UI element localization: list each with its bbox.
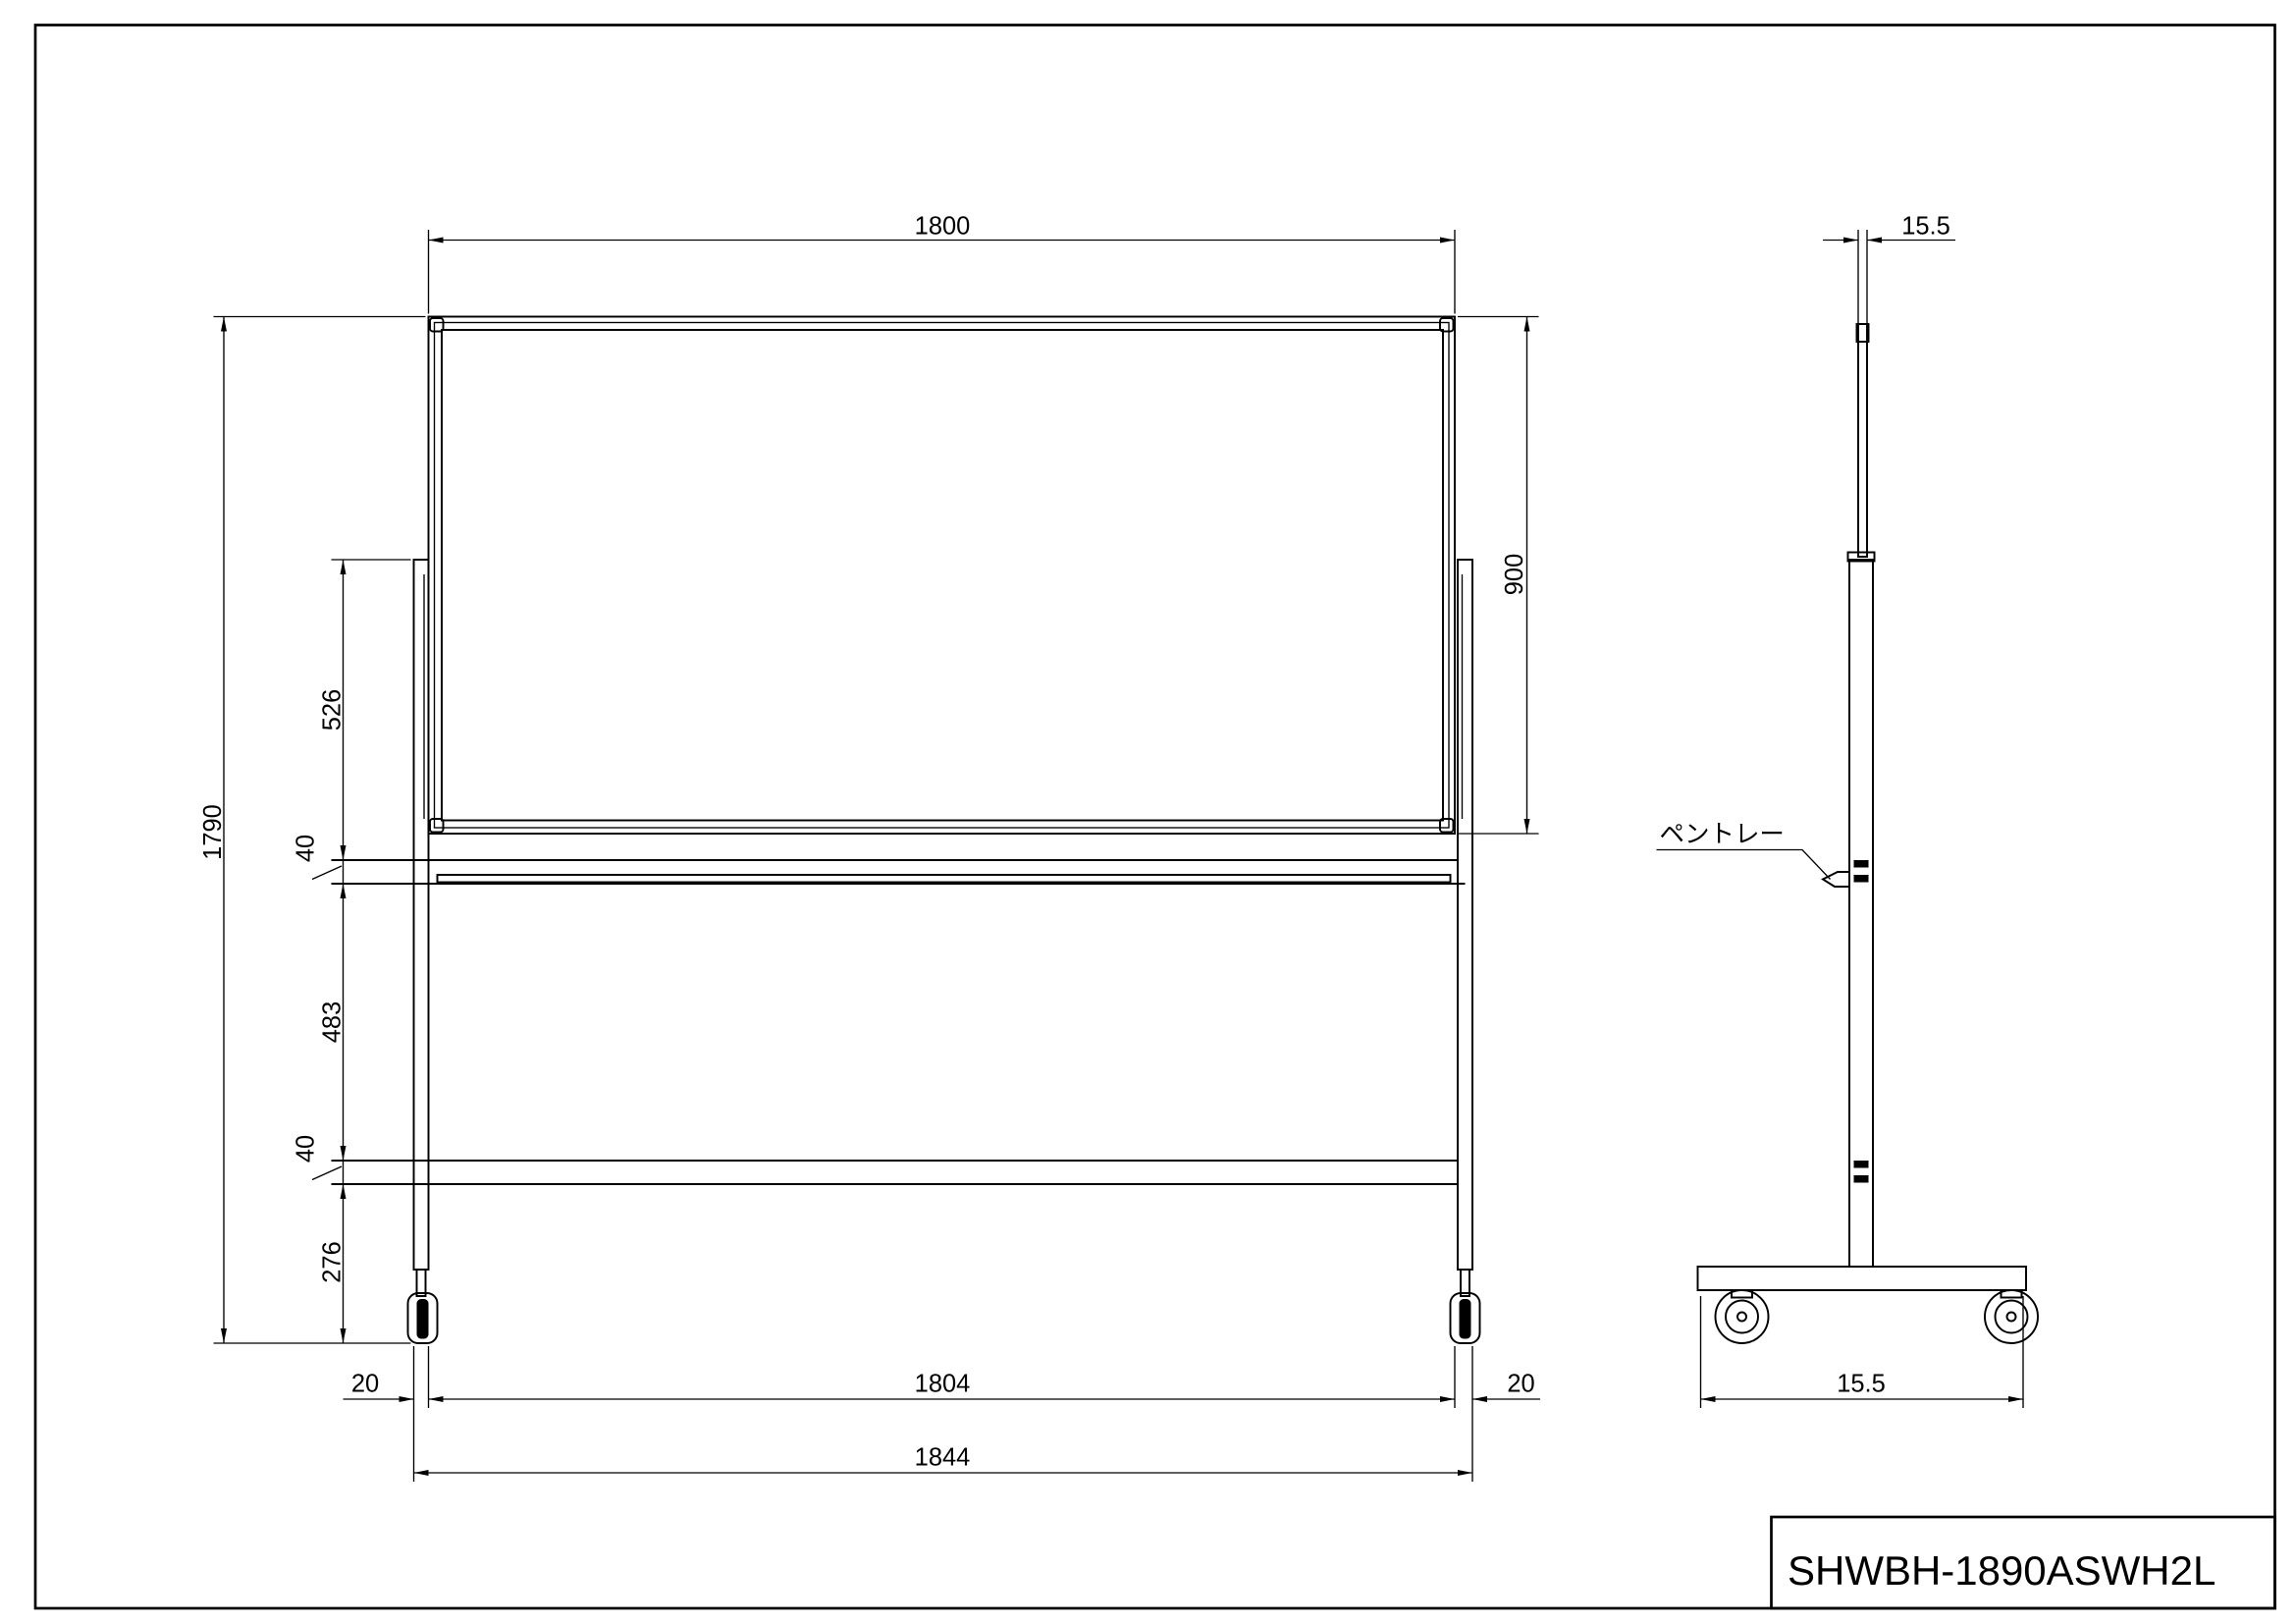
dimension-board-width: 1800	[427, 212, 1456, 314]
leader-upper-rail	[311, 865, 343, 881]
caster-wheel-outer	[1984, 1289, 2039, 1344]
side-caster-right	[1984, 1289, 2039, 1344]
dimension-label-middle-span: 483	[319, 1001, 347, 1044]
dimension-base-width: 15.5	[1699, 1295, 2024, 1408]
board-writing-surface	[441, 329, 1444, 822]
pen-tray-callout: ペントレー	[1656, 821, 1850, 888]
left-caster-wheel	[416, 1298, 429, 1339]
dimension-label-overall-height: 1790	[199, 804, 227, 860]
lower-rail	[331, 1160, 1459, 1185]
bolt-mark	[1853, 859, 1869, 868]
pole-top-cap	[1846, 551, 1876, 563]
model-number: SHWBH-1890ASWH2L	[1788, 1547, 2216, 1594]
corner-cap-bottom-left	[429, 818, 445, 834]
dimension-top-thickness: 15.5	[1823, 212, 1956, 324]
dimension-label-left-offset: 20	[351, 1370, 379, 1397]
dimension-label-lower-rail: 40	[293, 1135, 320, 1163]
lower-bolt-marks	[1853, 1160, 1869, 1183]
right-caster	[1449, 1292, 1481, 1344]
board-edge	[1857, 323, 1868, 558]
corner-cap-top-left	[429, 317, 445, 333]
side-pen-tray	[1821, 871, 1850, 888]
caster-wheel-outer	[1714, 1289, 1770, 1344]
left-post-tube	[412, 559, 430, 1271]
front-pen-tray	[436, 874, 1452, 884]
corner-cap-top-right	[1439, 317, 1455, 333]
bolt-mark	[1853, 1160, 1869, 1168]
board-edge-cap	[1855, 323, 1870, 343]
dimension-label-inner-width: 1804	[915, 1370, 971, 1397]
side-view: 15.5 ペントレー	[1656, 212, 2039, 1408]
left-caster	[406, 1292, 439, 1344]
right-post-tube	[1457, 559, 1473, 1271]
right-post-stem	[1460, 1269, 1470, 1297]
board-outer-frame	[427, 315, 1456, 835]
left-post-stem	[415, 1269, 427, 1297]
dimension-label-board-height: 900	[1501, 554, 1528, 596]
dimension-board-height: 900	[1458, 315, 1539, 835]
pen-tray-leader	[1656, 848, 1831, 880]
dimension-label-overall-width: 1844	[915, 1443, 971, 1471]
caster-axle	[1736, 1311, 1747, 1323]
pen-tray-label: ペントレー	[1660, 821, 1785, 848]
upper-bolt-marks	[1853, 859, 1869, 883]
title-block-box	[1770, 1515, 2276, 1610]
bolt-mark	[1853, 874, 1869, 883]
front-view: 1800 900 1790 526 40 483	[199, 212, 1541, 1482]
dimension-label-right-offset: 20	[1507, 1370, 1534, 1397]
title-block: SHWBH-1890ASWH2L	[1770, 1515, 2276, 1610]
base-plate	[1696, 1266, 2027, 1291]
whiteboard-panel	[427, 315, 1456, 835]
dimension-overall-height: 1790	[199, 315, 426, 1344]
dimension-bottom-widths: 20 1804 20 1844	[343, 1345, 1541, 1482]
drawing-border	[33, 24, 2276, 1610]
right-caster-wheel	[1459, 1298, 1471, 1339]
corner-cap-bottom-right	[1439, 818, 1455, 834]
dimension-chain-left: 526 40 483 40 276	[293, 559, 411, 1343]
dimension-label-bottom-span: 276	[319, 1241, 347, 1283]
right-post	[1449, 559, 1481, 1344]
upper-rail	[331, 859, 1466, 885]
bolt-mark	[1853, 1174, 1869, 1183]
board-frame-mid	[433, 321, 1450, 829]
dimension-label-upper-span: 526	[319, 689, 347, 731]
caster-axle	[2005, 1311, 2017, 1323]
leader-lower-rail	[311, 1165, 343, 1181]
dimension-label-board-width: 1800	[915, 212, 971, 240]
caster-wheel-inner	[1725, 1299, 1759, 1334]
side-caster-left	[1714, 1289, 1770, 1344]
dimension-label-upper-rail: 40	[293, 835, 320, 862]
dimension-label-base-width: 15.5	[1837, 1370, 1886, 1397]
left-post	[406, 559, 439, 1344]
caster-wheel-inner	[1994, 1299, 2029, 1334]
dimension-label-top-thickness: 15.5	[1901, 212, 1950, 240]
